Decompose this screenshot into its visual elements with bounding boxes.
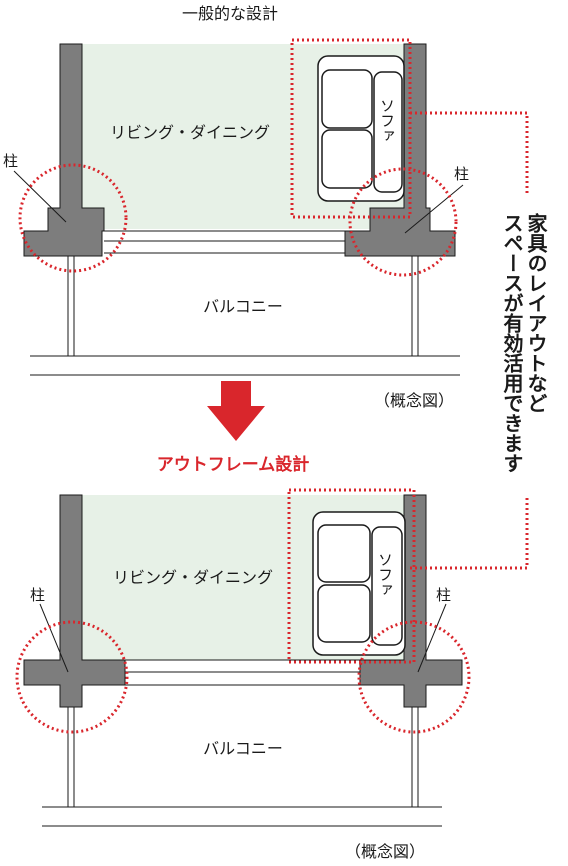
column-leader-left — [13, 170, 67, 223]
column-leader-right — [404, 184, 464, 234]
callout-connector — [410, 111, 529, 570]
callout-text: 家具のレイアウトなど スペースが有効活用できます — [500, 212, 548, 473]
column-label-right: 柱 — [454, 165, 469, 183]
column-highlight-left — [15, 620, 129, 734]
sofa — [317, 55, 405, 202]
balcony-label: バルコニー — [203, 297, 283, 316]
sofa — [312, 511, 406, 656]
balcony-label: バルコニー — [203, 739, 283, 758]
column-highlight-left — [18, 163, 128, 273]
diagram-caption: （概念図） — [374, 391, 454, 410]
window-sash — [104, 230, 345, 254]
sofa-label: ソファ — [376, 552, 394, 597]
room-label: リビング・ダイニング — [113, 568, 273, 587]
conventional-design-diagram: 一般的な設計 ソファ リビン — [3, 4, 469, 410]
conventional-design-heading: 一般的な設計 — [182, 4, 278, 23]
window-sash — [82, 659, 404, 686]
left-wall-column — [23, 43, 105, 257]
column-label-left: 柱 — [3, 152, 18, 170]
balcony-edge — [42, 806, 442, 827]
furniture-zone-highlight — [290, 38, 412, 219]
outframe-design-heading: アウトフレーム設計 — [157, 454, 310, 475]
furniture-zone-highlight — [287, 488, 416, 664]
down-arrow — [207, 381, 265, 441]
balcony-edge — [30, 355, 460, 376]
column-label-left: 柱 — [30, 586, 45, 604]
callout-line-1: 家具のレイアウトなど — [524, 212, 548, 413]
column-highlight-right — [348, 167, 458, 277]
column-leader-left — [39, 603, 69, 673]
diagram-caption: （概念図） — [345, 842, 425, 861]
column-label-right: 柱 — [436, 586, 451, 604]
column-highlight-right — [357, 620, 471, 734]
callout-line-2: スペースが有効活用できます — [500, 213, 524, 473]
sofa-label: ソファ — [378, 98, 396, 143]
outframe-design-diagram: アウトフレーム設計 ソファ — [15, 454, 471, 861]
right-wall-column — [344, 43, 456, 257]
room-label: リビング・ダイニング — [110, 123, 270, 142]
column-leader-right — [417, 603, 447, 673]
